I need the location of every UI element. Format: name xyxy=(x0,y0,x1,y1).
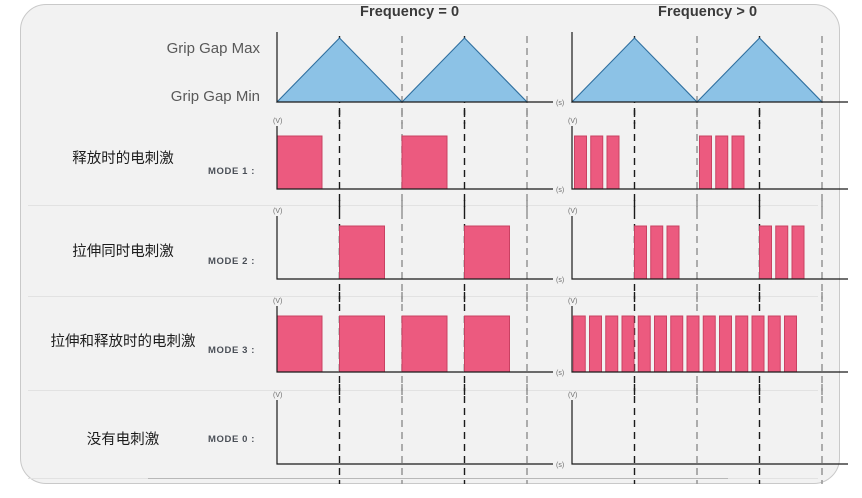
stimulation-pulse xyxy=(767,315,781,373)
plot-mode2-right: (V) xyxy=(568,200,848,302)
unit-seconds: (s) xyxy=(556,187,564,194)
plot-mode1-left: (V) (s) xyxy=(273,110,564,212)
stimulation-pulse xyxy=(731,135,745,190)
stimulation-pulse xyxy=(605,315,619,373)
label-grip-gap-max: Grip Gap Max xyxy=(166,40,260,57)
stimulation-pulse xyxy=(666,225,680,280)
unit-volts: (V) xyxy=(273,208,282,215)
plot-mode0-right: (V) xyxy=(568,384,848,484)
stimulation-pulse xyxy=(784,315,797,373)
row-label-mode2: 拉伸同时电刺激 xyxy=(72,244,174,260)
stimulation-pulse xyxy=(699,135,712,190)
stimulation-pulse xyxy=(719,315,732,373)
unit-volts: (V) xyxy=(568,298,577,305)
unit-volts: (V) xyxy=(273,392,282,399)
stimulation-pulse xyxy=(715,135,729,190)
bottom-rule xyxy=(148,478,728,479)
stimulation-pulse xyxy=(401,315,448,373)
stimulation-pulse xyxy=(702,315,716,373)
unit-volts: (V) xyxy=(273,298,282,305)
stimulation-pulse xyxy=(634,225,647,280)
row-separator xyxy=(28,296,818,297)
plot-mode3-left: (V) (s) xyxy=(273,292,564,396)
unit-seconds: (s) xyxy=(556,277,564,284)
plot-gripgap-left: (s) xyxy=(275,32,564,124)
stimulation-pulse xyxy=(775,225,789,280)
stimulation-pulse xyxy=(464,225,510,280)
unit-volts: (V) xyxy=(568,392,577,399)
stimulation-pulse xyxy=(276,135,323,190)
stimulation-pulse xyxy=(650,225,664,280)
stimulation-pulse xyxy=(670,315,684,373)
header-frequency-zero: Frequency = 0 xyxy=(360,4,460,20)
stimulation-pulse xyxy=(637,315,651,373)
plot-gripgap-right xyxy=(570,32,848,124)
mode-label-mode0: MODE 0 : xyxy=(208,434,256,445)
stimulation-pulse xyxy=(574,135,587,190)
stimulation-pulse xyxy=(589,315,602,373)
stimulation-pulse xyxy=(735,315,749,373)
stimulation-pulse xyxy=(606,135,620,190)
row-separator xyxy=(28,390,818,391)
unit-seconds: (s) xyxy=(556,462,564,469)
mode-label-mode3: MODE 3 : xyxy=(208,345,256,356)
label-grip-gap-min: Grip Gap Min xyxy=(170,88,260,105)
row-label-mode3: 拉伸和释放时的电刺激 xyxy=(50,334,196,350)
mode-label-mode2: MODE 2 : xyxy=(208,256,256,267)
unit-volts: (V) xyxy=(273,118,282,125)
stimulation-pulse xyxy=(686,315,700,373)
stimulation-pulse xyxy=(751,315,765,373)
stimulation-pulse xyxy=(464,315,510,373)
stimulation-pulse xyxy=(590,135,604,190)
row-separator xyxy=(28,205,818,206)
plot-mode1-right: (V) xyxy=(568,110,848,212)
plot-mode3-right: (V) xyxy=(568,292,848,396)
mode-label-mode1: MODE 1 : xyxy=(208,166,256,177)
unit-volts: (V) xyxy=(568,208,577,215)
unit-seconds: (s) xyxy=(556,100,564,107)
header-frequency-positive: Frequency > 0 xyxy=(658,4,758,20)
stimulation-pulse xyxy=(401,135,448,190)
stimulation-pulse xyxy=(339,225,385,280)
row-label-mode0: 没有电刺激 xyxy=(86,432,160,448)
plot-mode0-left: (V) (s) xyxy=(273,384,564,484)
stimulation-pulse xyxy=(339,315,385,373)
stimulation-pulse xyxy=(791,225,805,280)
row-label-mode1: 释放时的电刺激 xyxy=(72,151,174,167)
unit-seconds: (s) xyxy=(556,370,564,377)
unit-volts: (V) xyxy=(568,118,577,125)
stimulation-pulse xyxy=(621,315,635,373)
plot-mode2-left: (V) (s) xyxy=(273,200,564,302)
stimulation-pulse xyxy=(759,225,772,280)
stimulation-pulse xyxy=(276,315,323,373)
stimulation-pulse xyxy=(572,315,586,373)
stimulation-pulse xyxy=(654,315,667,373)
